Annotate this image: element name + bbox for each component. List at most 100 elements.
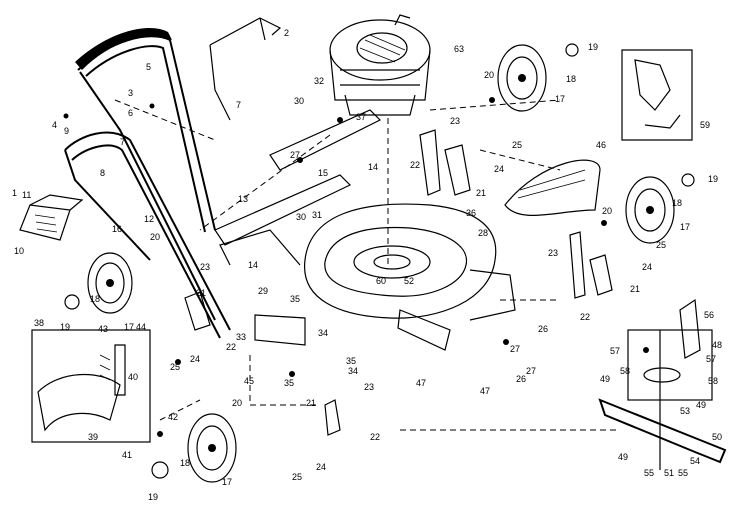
callout-label: 18 [180,458,190,468]
wheel-rear-right [497,44,547,112]
callout-label: 49 [600,374,610,384]
wheel-front-right [625,176,675,244]
callout-label: 20 [232,398,242,408]
callout-label: 7 [236,100,241,110]
callout-label: 35 [284,378,294,388]
callout-label: 23 [450,116,460,126]
callout-label: 35 [290,294,300,304]
callout-label: 17 [680,222,690,232]
callout-label: 24 [316,462,326,472]
discharge-chute [504,159,601,216]
callout-label: 13 [238,194,248,204]
callout-label: 55 [678,468,688,478]
callout-label: 17 [222,477,232,487]
callout-label: 22 [580,312,590,322]
callout-label: 34 [348,366,358,376]
callout-label: 56 [704,310,714,320]
callout-label: 18 [566,74,576,84]
callout-label: 8 [100,168,105,178]
mower-deck [219,203,516,321]
callout-label: 49 [618,452,628,462]
callout-label: 43 [98,324,108,334]
callout-label: 27 [290,150,300,160]
lower-handle [64,131,231,339]
callout-label: 25 [170,362,180,372]
callout-label: 27 [510,344,520,354]
callout-label: 9 [64,126,69,136]
callout-label: 17 [124,322,134,332]
callout-label: 23 [548,248,558,258]
callout-label: 49 [696,400,706,410]
callout-label: 21 [196,288,206,298]
callout-label: 29 [258,286,268,296]
callout-label: 22 [226,342,236,352]
height-adjusters [184,129,613,436]
callout-label: 36 [466,208,476,218]
callout-label: 10 [14,246,24,256]
callout-label: 48 [712,340,722,350]
callout-label: 17 [555,94,565,104]
callout-label: 57 [610,346,620,356]
callout-label: 21 [306,398,316,408]
callout-label: 19 [148,492,158,502]
callout-label: 50 [712,432,722,442]
callout-label: 37 [356,112,366,122]
callout-label: 30 [296,212,306,222]
callout-label: 54 [690,456,700,466]
callout-label: 42 [168,412,178,422]
callout-label: 14 [368,162,378,172]
hub-caps [64,43,695,479]
callout-label: 22 [370,432,380,442]
grass-catcher-adapter [19,194,84,241]
callout-label: 30 [294,96,304,106]
callout-label: 34 [318,328,328,338]
callout-label: 16 [112,224,122,234]
callout-label: 19 [60,322,70,332]
callout-label: 18 [672,198,682,208]
callout-label: 7 [120,137,125,147]
callout-label: 19 [588,42,598,52]
callout-label: 27 [526,366,536,376]
wheel-rear-left [187,413,237,483]
callout-label: 23 [364,382,374,392]
blade-assembly [598,298,727,470]
callout-label: 26 [516,374,526,384]
callout-label: 53 [680,406,690,416]
callout-label: 4 [52,120,57,130]
callout-label: 12 [144,214,154,224]
callout-label: 20 [150,232,160,242]
callout-label: 20 [602,206,612,216]
callout-labels: 1 2 3 4 5 6 7 7 8 9 10 11 12 13 14 14 15… [12,28,722,502]
callout-label: 52 [404,276,414,286]
callout-label: 21 [476,188,486,198]
deck-bracket [214,109,382,246]
callout-label: 32 [314,76,324,86]
callout-label: 24 [190,354,200,364]
callout-label: 47 [416,378,426,388]
callout-label: 5 [146,62,151,72]
inset-box-left [31,329,151,443]
inset-box-top-right [621,49,693,141]
callout-label: 41 [122,450,132,460]
callout-label: 14 [248,260,258,270]
callout-label: 24 [642,262,652,272]
callout-label: 25 [512,140,522,150]
callout-label: 35 [346,356,356,366]
callout-label: 25 [292,472,302,482]
callout-label: 11 [22,190,31,200]
callout-label: 39 [88,432,98,442]
callout-label: 59 [700,120,710,130]
engine [329,14,431,116]
callout-label: 57 [706,354,716,364]
callout-label: 23 [200,262,210,272]
callout-label: 26 [538,324,548,334]
callout-label: 60 [376,276,386,286]
callout-label: 20 [484,70,494,80]
leader-lines [114,99,620,431]
callout-label: 40 [128,372,138,382]
callout-label: 22 [410,160,420,170]
callout-label: 3 [128,88,133,98]
callout-label: 38 [34,318,44,328]
callout-label: 6 [128,108,133,118]
